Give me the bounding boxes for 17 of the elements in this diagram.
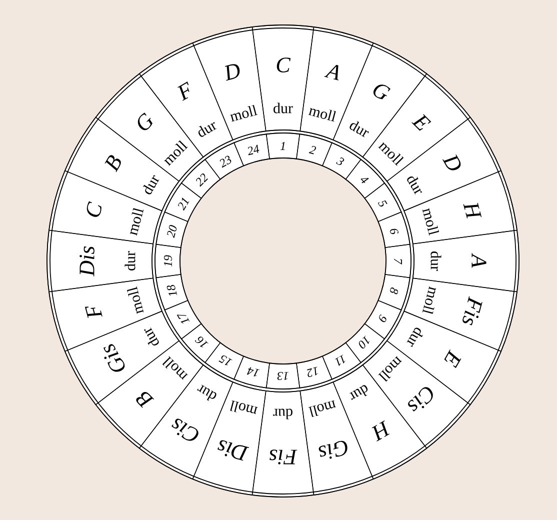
number-cell: 14 <box>234 356 270 388</box>
number-cell: 4 <box>345 159 385 199</box>
number-cell: 7 <box>384 244 412 278</box>
number-cell: 24 <box>234 134 270 166</box>
number-cell: 18 <box>156 274 188 310</box>
number-cell: 10 <box>345 323 385 363</box>
number-cell: 6 <box>378 212 410 248</box>
number-cell: 12 <box>296 356 332 388</box>
number-cell: 2 <box>296 134 332 166</box>
number-cell: 8 <box>378 274 410 310</box>
number-cell: 1 <box>266 132 300 160</box>
number-cell: 20 <box>156 212 188 248</box>
number-cell: 13 <box>266 362 300 390</box>
number-cell: 22 <box>181 159 221 199</box>
number-cell: 3 <box>322 142 362 180</box>
number-cell: 5 <box>364 182 402 222</box>
number-cell: 19 <box>154 244 182 278</box>
